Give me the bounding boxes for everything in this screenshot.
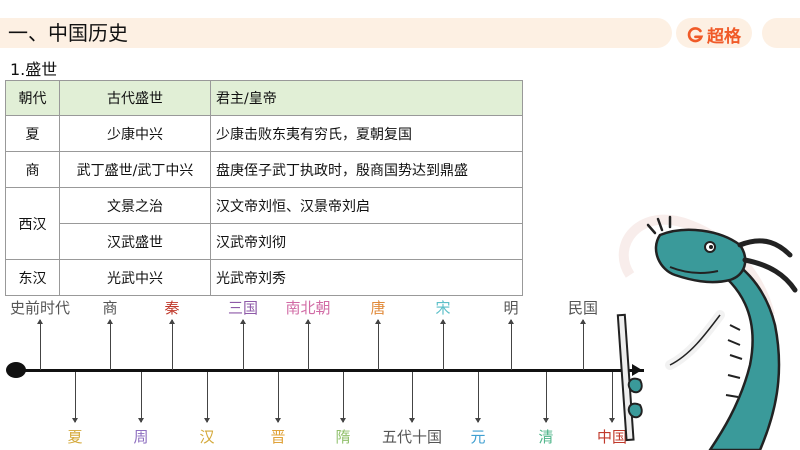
timeline-bottom-arrow-icon (138, 372, 144, 423)
dynasty-table: 朝代 古代盛世 君主/皇帝 夏 少康中兴 少康击败东夷有穷氏，夏朝复国 商 武丁… (5, 80, 523, 296)
timeline-top-arrow-icon (37, 319, 43, 370)
table-header-row: 朝代 古代盛世 君主/皇帝 (5, 80, 523, 116)
timeline-top-arrow-icon (508, 319, 514, 370)
timeline-arrow-icon (632, 364, 642, 376)
table-row: 夏 少康中兴 少康击败东夷有穷氏，夏朝复国 (5, 115, 523, 152)
timeline-bottom-label: 中国 (596, 428, 627, 446)
timeline-top-arrow-icon (440, 319, 446, 370)
timeline-bottom-label: 清 (538, 428, 554, 446)
logo-text: 超格 (707, 27, 741, 47)
section-title: 1.盛世 (10, 60, 58, 79)
cell-ruler: 汉文帝刘恒、汉景帝刘启 (210, 187, 523, 224)
cell-ruler: 盘庚侄子武丁执政时，殷商国势达到鼎盛 (210, 151, 523, 188)
timeline-bottom-label: 周 (133, 428, 149, 446)
cell-dynasty: 商 (5, 151, 60, 188)
timeline-bottom-label: 夏 (67, 428, 83, 446)
cell-era: 文景之治 (59, 187, 211, 224)
timeline-top-label: 明 (503, 299, 519, 317)
timeline-bottom-label: 隋 (335, 428, 351, 446)
timeline-top-arrow-icon (169, 319, 175, 370)
timeline-top-label: 史前时代 (9, 299, 70, 317)
timeline-bottom-arrow-icon (475, 372, 481, 423)
timeline-bottom-label: 汉 (199, 428, 215, 446)
brand-logo: 超格 (686, 22, 741, 47)
timeline-bottom-arrow-icon (609, 372, 615, 423)
timeline-bottom-arrow-icon (543, 372, 549, 423)
timeline-top-arrow-icon (375, 319, 381, 370)
timeline-axis (14, 369, 644, 372)
header-era: 古代盛世 (59, 80, 211, 116)
table-row: 西汉 文景之治 汉文帝刘恒、汉景帝刘启 (5, 187, 523, 260)
timeline-bottom-arrow-icon (72, 372, 78, 423)
header-dynasty: 朝代 (5, 80, 60, 116)
table-row: 汉武盛世 汉武帝刘彻 (6, 223, 523, 260)
cell-dynasty: 西汉 (5, 187, 60, 260)
title-bar (0, 18, 672, 48)
timeline-bottom-label: 晋 (270, 428, 286, 446)
timeline-top-label: 三国 (227, 299, 258, 317)
dragon-mascot-icon (616, 214, 798, 450)
cell-era: 少康中兴 (59, 115, 211, 152)
timeline-bottom-arrow-icon (409, 372, 415, 423)
timeline-top-label: 民国 (567, 299, 598, 317)
cell-era: 汉武盛世 (59, 223, 211, 260)
timeline-top-label: 秦 (164, 299, 180, 317)
timeline-top-arrow-icon (107, 319, 113, 370)
timeline-bottom-arrow-icon (340, 372, 346, 423)
cell-era: 武丁盛世/武丁中兴 (59, 151, 211, 188)
table-row: 商 武丁盛世/武丁中兴 盘庚侄子武丁执政时，殷商国势达到鼎盛 (5, 151, 523, 188)
timeline-start-dot (6, 362, 26, 378)
logo-pill-right (762, 18, 800, 48)
table-row: 东汉 光武中兴 光武帝刘秀 (5, 259, 523, 296)
timeline-top-label: 唐 (370, 299, 386, 317)
timeline-bottom-label: 元 (470, 428, 486, 446)
cell-era: 光武中兴 (59, 259, 211, 296)
cell-dynasty: 夏 (5, 115, 60, 152)
header-ruler: 君主/皇帝 (210, 80, 523, 116)
cell-ruler: 光武帝刘秀 (210, 259, 523, 296)
cell-ruler: 少康击败东夷有穷氏，夏朝复国 (210, 115, 523, 152)
timeline-top-arrow-icon (305, 319, 311, 370)
timeline-bottom-arrow-icon (204, 372, 210, 423)
logo-mark-icon (687, 26, 704, 42)
cell-ruler: 汉武帝刘彻 (210, 223, 523, 260)
timeline-top-arrow-icon (580, 319, 586, 370)
timeline-top-label: 商 (102, 299, 118, 317)
timeline-top-arrow-icon (240, 319, 246, 370)
timeline-top-label: 宋 (435, 299, 451, 317)
timeline-bottom-arrow-icon (275, 372, 281, 423)
page-title: 一、中国历史 (8, 21, 128, 45)
cell-dynasty: 东汉 (5, 259, 60, 296)
timeline-top-label: 南北朝 (285, 299, 331, 317)
timeline-bottom-label: 五代十国 (381, 428, 442, 446)
